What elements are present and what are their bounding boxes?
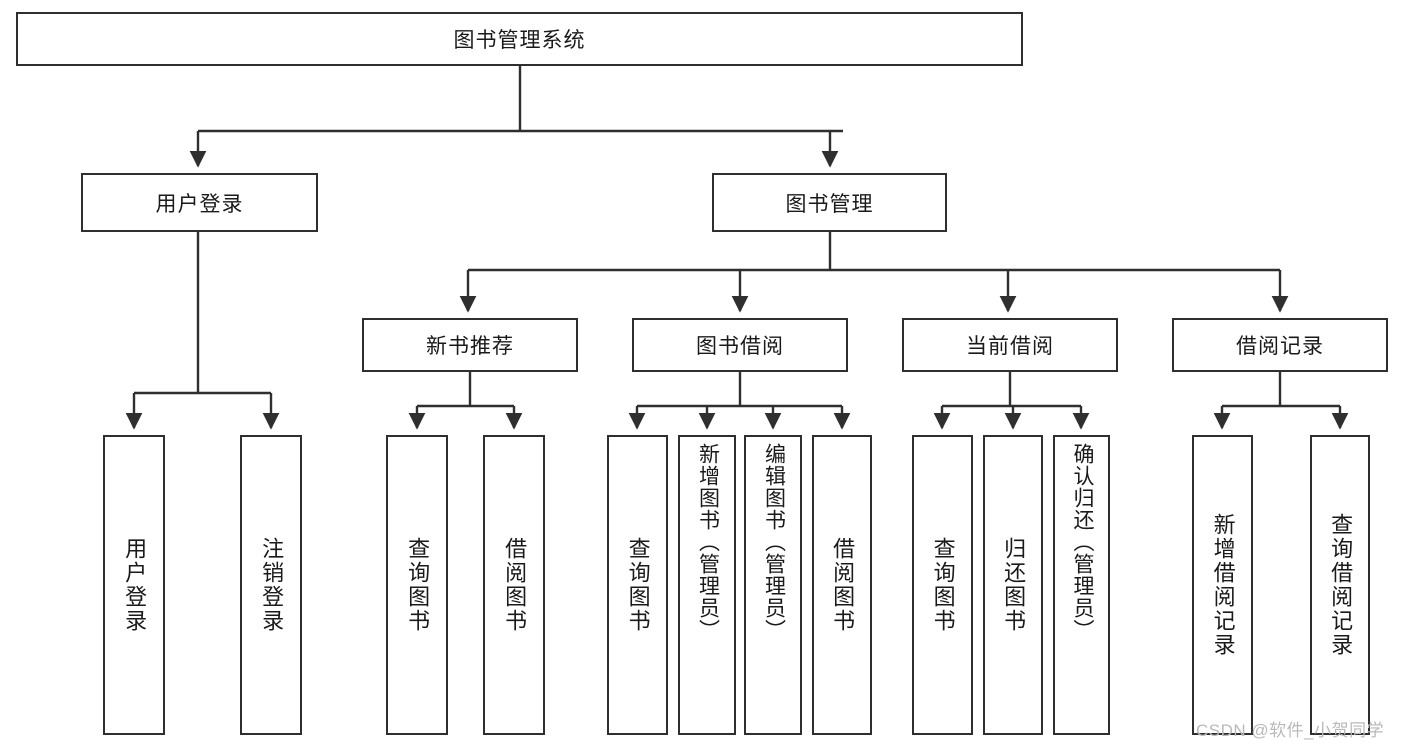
leaf-user-login[interactable]: 用户登录 <box>103 435 165 735</box>
leaf-confirm-return-admin[interactable]: 确认归还（管理员） <box>1053 435 1110 735</box>
node-label: 借阅图书 <box>502 537 528 633</box>
node-book-borrow[interactable]: 图书借阅 <box>632 318 848 372</box>
leaf-edit-book-admin[interactable]: 编辑图书（管理员） <box>744 435 802 735</box>
leaf-logout[interactable]: 注销登录 <box>240 435 302 735</box>
node-label: 用户登录 <box>155 192 244 216</box>
node-label: 查询图书 <box>625 537 651 633</box>
leaf-query-book-current[interactable]: 查询图书 <box>912 435 973 735</box>
leaf-return-book[interactable]: 归还图书 <box>983 435 1043 735</box>
node-current-borrow[interactable]: 当前借阅 <box>902 318 1118 372</box>
node-label: 查询借阅记录 <box>1328 513 1354 657</box>
node-label: 图书管理 <box>785 192 874 216</box>
leaf-add-book-admin[interactable]: 新增图书（管理员） <box>678 435 736 735</box>
node-user-login[interactable]: 用户登录 <box>81 173 318 232</box>
node-label: 当前借阅 <box>966 335 1054 358</box>
node-label: 图书借阅 <box>696 335 784 358</box>
node-label: 新书推荐 <box>426 335 514 358</box>
node-label: 注销登录 <box>259 537 285 633</box>
leaf-borrow-book-borrow[interactable]: 借阅图书 <box>812 435 872 735</box>
leaf-add-borrow-record[interactable]: 新增借阅记录 <box>1192 435 1253 735</box>
node-label: 用户登录 <box>122 537 148 633</box>
node-label: 新增借阅记录 <box>1210 513 1236 657</box>
node-label: 借阅图书 <box>830 537 856 633</box>
node-label: 归还图书 <box>1001 537 1027 633</box>
node-label: 查询图书 <box>405 537 431 633</box>
node-label: 查询图书 <box>930 537 956 633</box>
node-label: 图书管理系统 <box>453 29 586 52</box>
watermark: CSDN @软件_小贺同学 <box>1196 721 1385 740</box>
node-label: 编辑图书（管理员） <box>762 443 786 641</box>
node-book-management[interactable]: 图书管理 <box>712 173 947 232</box>
node-label: 确认归还（管理员） <box>1070 443 1094 641</box>
leaf-query-borrow-record[interactable]: 查询借阅记录 <box>1310 435 1370 735</box>
node-label: 借阅记录 <box>1236 335 1324 358</box>
node-new-book-recommend[interactable]: 新书推荐 <box>362 318 578 372</box>
node-root-system[interactable]: 图书管理系统 <box>16 12 1023 66</box>
node-borrow-record[interactable]: 借阅记录 <box>1172 318 1388 372</box>
leaf-query-book-borrow[interactable]: 查询图书 <box>607 435 668 735</box>
node-label: 新增图书（管理员） <box>696 443 720 641</box>
leaf-query-book-newbook[interactable]: 查询图书 <box>386 435 448 735</box>
leaf-borrow-book-newbook[interactable]: 借阅图书 <box>483 435 545 735</box>
